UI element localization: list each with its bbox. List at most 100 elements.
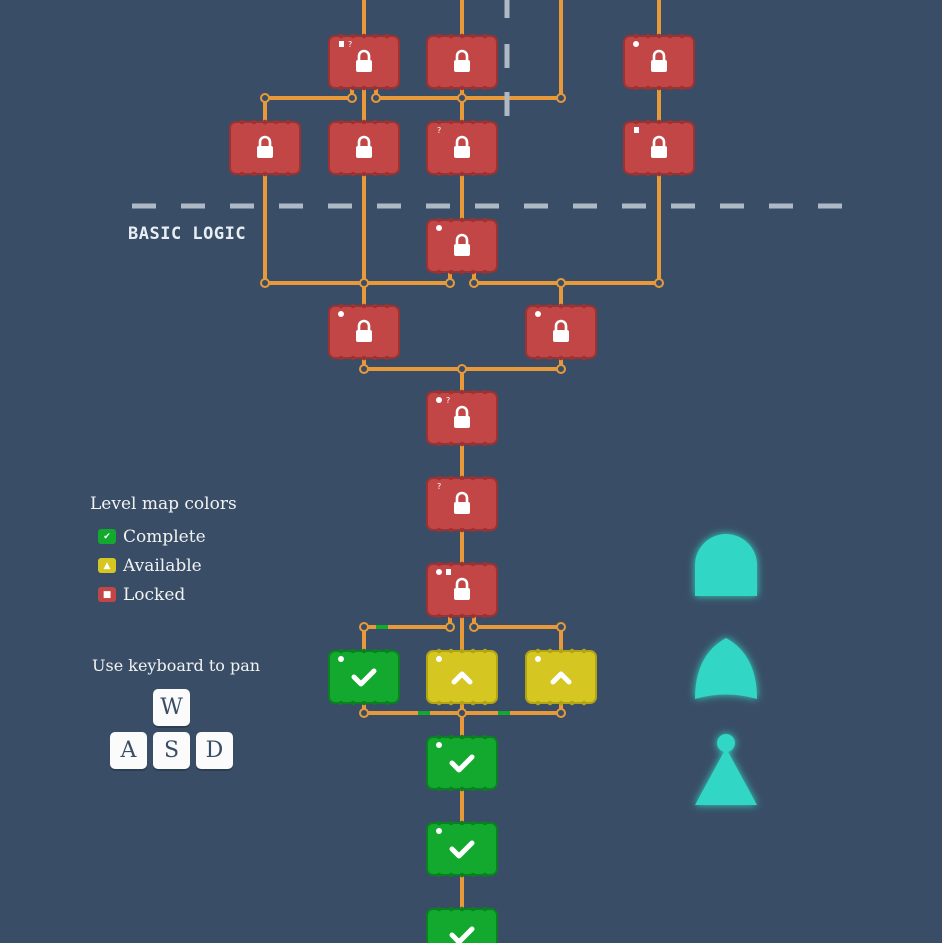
wire-junction <box>457 708 467 718</box>
pin <box>436 872 442 878</box>
wire-junction <box>654 278 664 288</box>
pin <box>547 700 553 706</box>
level-node-j1[interactable] <box>426 820 498 878</box>
level-node-d2[interactable] <box>525 303 597 361</box>
pin <box>482 33 488 39</box>
key-s[interactable]: S <box>153 732 190 769</box>
wire-junction <box>260 278 270 288</box>
pin <box>436 700 442 706</box>
pin <box>285 119 291 125</box>
pin <box>384 355 390 361</box>
pin <box>350 33 356 39</box>
pin <box>448 820 454 826</box>
pin <box>448 171 454 177</box>
pin <box>547 355 553 361</box>
pin <box>448 906 454 912</box>
level-nodes: ???? <box>229 33 695 943</box>
pin <box>338 171 344 177</box>
key-a[interactable]: A <box>110 732 147 769</box>
lock-icon <box>553 319 569 342</box>
level-node-k1[interactable] <box>426 906 498 943</box>
level-node-f1[interactable]: ? <box>426 475 498 533</box>
pin <box>656 119 662 125</box>
pin <box>239 119 245 125</box>
key-d[interactable]: D <box>196 732 233 769</box>
pin <box>470 217 476 223</box>
doc-icon <box>634 127 639 133</box>
level-node-a1[interactable]: ? <box>328 33 400 91</box>
pin <box>679 85 685 91</box>
wire-junction <box>445 278 455 288</box>
level-node-c1[interactable] <box>426 217 498 275</box>
lock-icon <box>454 233 470 256</box>
pin <box>448 786 454 792</box>
level-node-b4[interactable] <box>623 119 695 177</box>
level-node-d1[interactable] <box>328 303 400 361</box>
pin <box>436 269 442 275</box>
pin <box>338 355 344 361</box>
pin <box>448 734 454 740</box>
pin <box>482 786 488 792</box>
pin <box>384 85 390 91</box>
pin <box>459 217 465 223</box>
pin <box>459 648 465 654</box>
lock-icon <box>356 135 372 158</box>
pin <box>350 119 356 125</box>
level-node-a3[interactable] <box>623 33 695 91</box>
legend-label: Complete <box>123 526 206 547</box>
pin <box>470 700 476 706</box>
level-node-b3[interactable]: ? <box>426 119 498 177</box>
pin <box>448 475 454 481</box>
wire-junction <box>445 622 455 632</box>
pin <box>459 441 465 447</box>
pin <box>470 269 476 275</box>
pin <box>436 119 442 125</box>
pin <box>384 171 390 177</box>
legend-title: Level map colors <box>90 494 237 514</box>
level-node-b2[interactable] <box>328 119 400 177</box>
pin <box>239 171 245 177</box>
pin <box>384 648 390 654</box>
gear-icon <box>436 742 442 748</box>
pin <box>436 217 442 223</box>
pin <box>470 872 476 878</box>
pin <box>482 613 488 619</box>
pin <box>470 734 476 740</box>
level-node-g1[interactable] <box>426 561 498 619</box>
pin <box>372 33 378 39</box>
pin <box>482 906 488 912</box>
pin <box>436 85 442 91</box>
pin <box>645 119 651 125</box>
pin <box>361 171 367 177</box>
wire-junction <box>556 622 566 632</box>
pin <box>656 85 662 91</box>
pin <box>470 389 476 395</box>
pin <box>251 119 257 125</box>
level-node-h1[interactable] <box>328 648 400 706</box>
lock-icon <box>356 49 372 72</box>
pin <box>547 303 553 309</box>
pin <box>482 171 488 177</box>
pin <box>470 820 476 826</box>
pin <box>448 527 454 533</box>
level-node-i1[interactable] <box>426 734 498 792</box>
pin <box>436 389 442 395</box>
pin <box>338 33 344 39</box>
level-node-b1[interactable] <box>229 119 301 177</box>
pin <box>482 872 488 878</box>
pin <box>384 33 390 39</box>
pan-instructions: Use keyboard to pan <box>92 656 261 675</box>
pin <box>633 119 639 125</box>
pin <box>448 648 454 654</box>
level-node-a2[interactable] <box>426 33 498 91</box>
level-node-h3[interactable] <box>525 648 597 706</box>
pin <box>470 33 476 39</box>
wire-junction <box>359 364 369 374</box>
check-icon <box>351 668 377 687</box>
level-node-h2[interactable] <box>426 648 498 706</box>
pin <box>436 441 442 447</box>
key-w[interactable]: W <box>153 689 190 726</box>
pin <box>482 475 488 481</box>
level-node-e1[interactable]: ? <box>426 389 498 447</box>
